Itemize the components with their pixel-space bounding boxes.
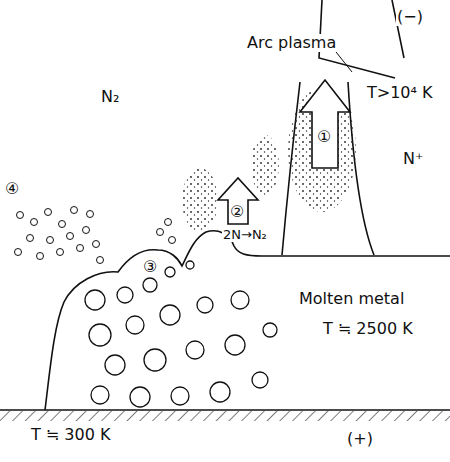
small-bubble <box>47 237 54 244</box>
small-bubble <box>31 219 38 226</box>
part-name: Arc plasma <box>246 34 337 52</box>
small-bubble <box>37 253 44 260</box>
small-bubble <box>97 257 104 264</box>
small-bubble <box>157 229 164 236</box>
nitrogen-stipple <box>251 135 279 195</box>
bubble <box>130 387 150 407</box>
gas-label: N₂ <box>100 88 120 106</box>
leader-line <box>336 52 352 72</box>
callout-number: ④ <box>4 180 20 198</box>
bubble <box>117 287 133 303</box>
callout-number: ② <box>229 203 245 221</box>
bubble <box>126 316 144 334</box>
block-arrow <box>218 178 258 224</box>
bubbles <box>85 261 277 407</box>
small-bubble <box>27 235 34 242</box>
escaping-bubbles <box>15 207 176 264</box>
small-bubble <box>71 207 78 214</box>
small-bubble <box>17 212 24 219</box>
small-bubble <box>87 211 94 218</box>
bubble <box>85 290 105 310</box>
temperature-label: T>10⁴ K <box>366 84 434 102</box>
bubble <box>210 382 230 402</box>
small-bubble <box>169 237 176 244</box>
temperature-label: T ≒ 300 K <box>30 426 111 444</box>
bubble <box>165 267 175 277</box>
small-bubble <box>77 245 84 252</box>
nitrogen-stipple <box>182 168 218 232</box>
bubble <box>197 297 213 313</box>
ion-label: N⁺ <box>402 150 424 168</box>
bubble <box>144 349 166 371</box>
bubble <box>225 335 245 355</box>
bubble <box>186 341 204 359</box>
bubble <box>231 291 249 309</box>
bubble <box>171 387 189 405</box>
base-hatch <box>0 411 450 421</box>
bubble <box>105 355 125 375</box>
bubble <box>186 261 194 269</box>
bubble <box>91 386 109 404</box>
small-bubble <box>15 249 22 256</box>
part-name: Molten metal <box>298 290 405 308</box>
small-bubble <box>165 219 172 226</box>
electrode-polarity: (+) <box>346 430 374 448</box>
bubble <box>89 324 111 346</box>
bubble <box>143 278 157 292</box>
molten-metal-outline <box>45 231 450 410</box>
bubble <box>252 372 268 388</box>
temperature-label: T ≒ 2500 K <box>322 320 414 338</box>
callout-number: ① <box>316 128 332 146</box>
block-arrow <box>300 80 350 168</box>
callout-number: ③ <box>142 258 158 276</box>
base-plate <box>0 409 450 411</box>
electrode-polarity: (−) <box>396 8 424 26</box>
small-bubble <box>93 241 100 248</box>
bubble <box>160 305 180 325</box>
bubble <box>263 323 277 337</box>
small-bubble <box>45 209 52 216</box>
small-bubble <box>59 221 66 228</box>
small-bubble <box>57 249 64 256</box>
small-bubble <box>83 227 90 234</box>
small-bubble <box>67 233 74 240</box>
reaction-label: 2N→N₂ <box>222 228 268 242</box>
